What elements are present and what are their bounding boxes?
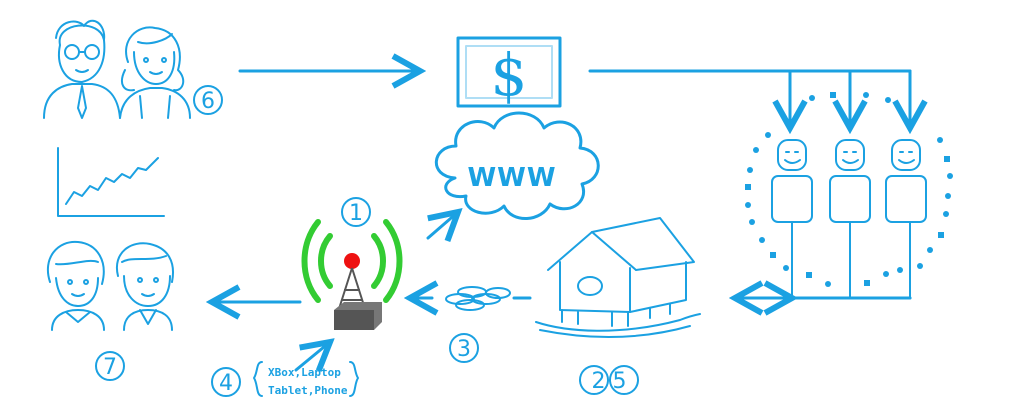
step-7-label: 7 [103, 355, 117, 380]
step-3-label: 3 [457, 337, 471, 362]
tower-icon [301, 219, 403, 330]
arrow-tower-to-cloud [426, 212, 458, 238]
step-1-label: 1 [349, 201, 363, 226]
coins-icon [445, 286, 511, 311]
arrow-devices-to-tower [294, 342, 330, 370]
step-4-badge: 4 [211, 367, 241, 397]
children-icon [47, 240, 174, 331]
money-symbol: $ [491, 41, 528, 109]
step-2-5-badge: 2 5 [579, 365, 639, 395]
house-icon [535, 217, 701, 339]
step-6-label: 6 [201, 89, 215, 114]
parents-icon [43, 19, 191, 119]
cloud-label: WWW [467, 163, 556, 193]
step-6-badge: 6 [193, 85, 223, 115]
step-2-5-label: 2 5 [592, 369, 627, 394]
step-1-badge: 1 [341, 197, 371, 227]
arrow-money-to-people [588, 69, 910, 128]
growth-chart-icon [57, 147, 165, 217]
step-7-badge: 7 [95, 351, 125, 381]
devices-list: XBox,Laptop Tablet,Phone [253, 361, 359, 397]
devices-line-2: Tablet,Phone [268, 384, 348, 397]
step-4-label: 4 [219, 371, 233, 396]
devices-line-1: XBox,Laptop [268, 366, 341, 379]
money-bill-icon: $ [456, 36, 562, 109]
step-3-badge: 3 [449, 333, 479, 363]
cloud-icon: WWW [434, 111, 600, 220]
